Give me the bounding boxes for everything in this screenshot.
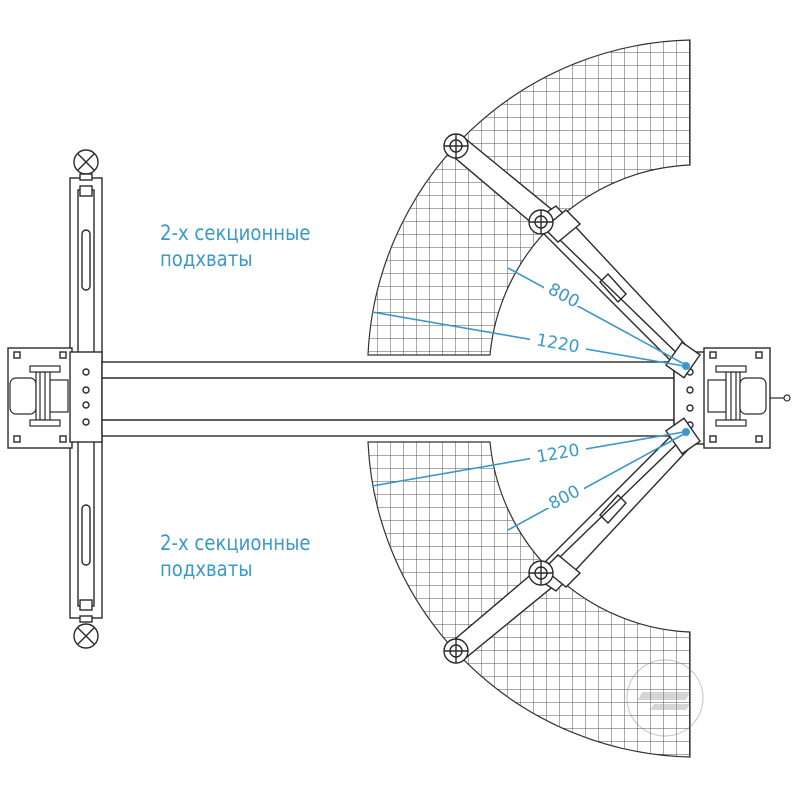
dim-line-lower-1220	[371, 431, 685, 487]
dim-anchor-upper	[682, 362, 690, 370]
dim-label-upper-800-group: 800	[544, 279, 584, 312]
caption-lower-arms: 2-х секционные подхваты	[160, 530, 310, 582]
dim-line-upper-1220	[371, 311, 685, 367]
upper-arm-inner-pad	[528, 209, 554, 235]
dim-label-lower-800-group: 800	[544, 481, 584, 514]
left-column-bottom-wheel	[73, 615, 99, 649]
caption-lower-line1: 2-х секционные	[160, 531, 311, 555]
caption-upper-arms: 2-х секционные подхваты	[160, 220, 310, 272]
watermark-logo	[626, 659, 704, 737]
upper-arm-outer-pad	[443, 133, 469, 159]
dim-line-lower-800	[507, 433, 685, 531]
dim-line-upper-800	[507, 267, 685, 365]
left-carriage	[69, 351, 103, 443]
dim-label-upper-1220-group: 1220	[530, 330, 586, 358]
lower-arm-inner-pad	[528, 560, 554, 586]
crossbeam	[101, 361, 675, 437]
upper-lift-arm	[447, 135, 702, 379]
left-column-top-wheel	[73, 149, 99, 181]
caption-upper-line1: 2-х секционные	[160, 221, 311, 245]
dim-anchor-lower	[682, 428, 690, 436]
right-motor-unit	[707, 365, 791, 427]
caption-lower-line2: подхваты	[160, 557, 253, 581]
lower-arm-outer-pad	[443, 638, 469, 664]
caption-upper-line2: подхваты	[160, 247, 253, 271]
dim-label-lower-1220-group: 1220	[530, 440, 586, 468]
left-motor-unit	[9, 365, 69, 427]
